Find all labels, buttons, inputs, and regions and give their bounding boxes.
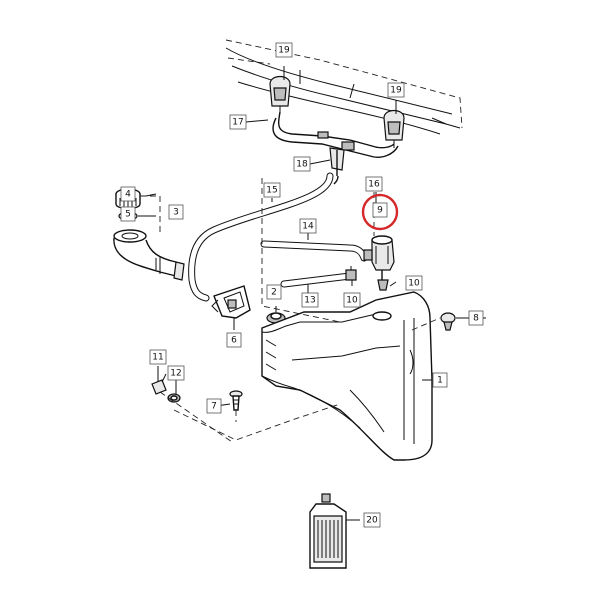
callout-box <box>299 218 317 234</box>
callout-box <box>120 206 136 222</box>
highlight-circle <box>361 193 399 231</box>
callout-p10a: 10 <box>343 292 361 308</box>
level-sensor <box>151 373 167 395</box>
callout-number: 2 <box>271 288 277 298</box>
callout-number: 19 <box>390 86 402 96</box>
callout-box <box>343 292 361 308</box>
callout-p3: 3 <box>168 204 184 220</box>
callout-number: 10 <box>346 296 358 306</box>
callout-number: 18 <box>296 160 308 170</box>
pump-hose-upper <box>260 240 368 262</box>
callout-box <box>168 204 184 220</box>
callout-p17: 17 <box>229 114 247 130</box>
callout-number: 9 <box>377 206 383 216</box>
callout-number: 15 <box>266 186 277 196</box>
callout-p19a: 19 <box>275 42 293 58</box>
mounting-bracket <box>211 285 251 319</box>
washer-reservoir <box>261 291 433 461</box>
callout-p16: 16 <box>365 176 383 192</box>
callout-p18: 18 <box>293 156 311 172</box>
callout-box <box>468 310 484 326</box>
filler-neck <box>113 229 185 281</box>
pump-grommet <box>377 279 389 291</box>
callout-p10b: 10 <box>405 275 423 291</box>
hose-clip <box>345 266 357 281</box>
callout-p20: 20 <box>363 512 381 528</box>
callout-box <box>263 182 281 198</box>
sensor-seal <box>167 393 181 403</box>
callout-number: 17 <box>232 118 243 128</box>
callout-number: 19 <box>278 46 290 56</box>
callout-p15: 15 <box>263 182 281 198</box>
washer-nozzle-left <box>269 75 291 114</box>
callout-number: 8 <box>473 314 479 324</box>
callout-number: 11 <box>152 353 163 363</box>
pump-hose-lower <box>280 272 354 288</box>
callout-number: 5 <box>125 210 131 220</box>
nozzle-hose <box>272 111 399 158</box>
callout-box <box>365 176 383 192</box>
callout-box <box>363 512 381 528</box>
callout-p11: 11 <box>149 349 167 365</box>
callout-box <box>206 398 222 414</box>
callout-box <box>293 156 311 172</box>
callout-p13: 13 <box>301 292 319 308</box>
hood-outline <box>225 39 463 135</box>
callout-p14: 14 <box>299 218 317 234</box>
callout-number: 3 <box>173 208 179 218</box>
long-washer-hose <box>188 172 334 302</box>
callout-box <box>120 186 136 202</box>
callout-number: 6 <box>231 336 237 346</box>
callout-p8: 8 <box>468 310 484 326</box>
callout-number: 10 <box>408 279 420 289</box>
callout-box <box>387 82 405 98</box>
callout-box <box>432 372 448 388</box>
callout-box <box>301 292 319 308</box>
mounting-screw <box>229 390 243 411</box>
callout-box <box>372 202 388 218</box>
callout-p6: 6 <box>226 332 242 348</box>
callout-p12: 12 <box>167 365 185 381</box>
callout-p4: 4 <box>120 186 136 202</box>
callout-number: 7 <box>211 402 217 412</box>
callout-number: 12 <box>170 369 181 379</box>
callout-p1: 1 <box>432 372 448 388</box>
callout-p2: 2 <box>266 284 282 300</box>
callout-p5: 5 <box>120 206 136 222</box>
washer-nozzle-right <box>383 109 405 148</box>
callout-box <box>266 284 282 300</box>
callout-p19b: 19 <box>387 82 405 98</box>
callout-box <box>405 275 423 291</box>
callout-number: 4 <box>125 190 131 200</box>
callout-box <box>275 42 293 58</box>
washer-pump <box>363 235 395 280</box>
callout-number: 16 <box>368 180 380 190</box>
callout-number: 14 <box>302 222 314 232</box>
washer-fluid-bottle <box>309 493 347 569</box>
callout-box <box>229 114 247 130</box>
callout-number: 1 <box>437 376 443 386</box>
hose-tee-connector <box>329 147 345 185</box>
callout-p7: 7 <box>206 398 222 414</box>
reservoir-clip <box>440 312 456 331</box>
callout-p9: 9 <box>372 202 388 218</box>
callout-box <box>167 365 185 381</box>
callout-number: 20 <box>366 516 378 526</box>
callout-box <box>149 349 167 365</box>
callout-box <box>226 332 242 348</box>
callout-number: 13 <box>304 296 315 306</box>
